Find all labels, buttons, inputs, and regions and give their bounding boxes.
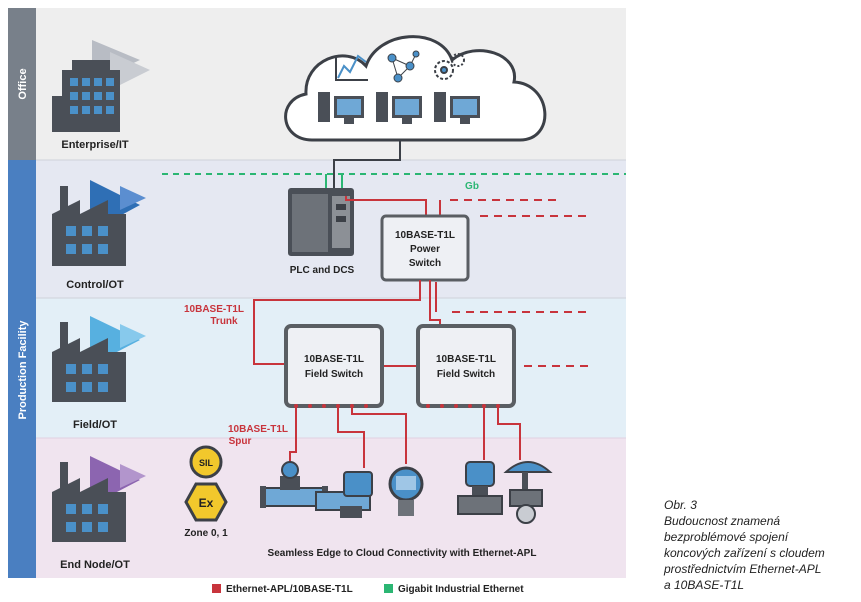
analytics-icon <box>335 54 368 81</box>
ex-badge-label: Ex <box>199 496 214 510</box>
field-switch-1-label-1: 10BASE-T1L <box>304 354 364 365</box>
zone-label: Zone 0, 1 <box>184 528 228 539</box>
end-node-zone-label: End Node/OT <box>60 559 130 571</box>
trunk-label-1: 10BASE-T1L <box>184 304 244 315</box>
field-switch-2-label-1: 10BASE-T1L <box>436 354 496 365</box>
trunk-label-2: Trunk <box>210 316 238 327</box>
power-switch <box>380 214 470 282</box>
legend-apl-label: Ethernet-APL/10BASE-T1L <box>226 584 353 595</box>
field-zone-label: Field/OT <box>73 419 117 431</box>
field-switch-2-label-2: Field Switch <box>437 369 495 380</box>
legend-gigabit-swatch <box>384 584 393 593</box>
field-switch-1-label-2: Field Switch <box>305 369 363 380</box>
field-switch-1 <box>284 324 384 408</box>
cloud-icon <box>284 35 547 142</box>
flow-meter-icon <box>260 461 328 508</box>
field-switch-2 <box>416 324 516 408</box>
production-band-label: Production Facility <box>17 320 29 420</box>
control-valve-icon <box>503 461 553 524</box>
end-node-factory-icon <box>52 456 146 542</box>
plc-label: PLC and DCS <box>290 265 355 276</box>
caption-line-3: bezproblémové spojení <box>664 530 789 544</box>
production-band <box>8 160 36 578</box>
power-switch-label-3: Switch <box>409 258 441 269</box>
pressure-transmitter-icon <box>457 461 503 515</box>
spur-label-2: Spur <box>229 436 252 447</box>
legend-apl-swatch <box>212 584 221 593</box>
enterprise-building-icon <box>52 40 150 132</box>
ex-badge-icon <box>184 482 228 522</box>
power-switch-label-2: Power <box>410 244 440 255</box>
figure-caption: Obr. 3 Budoucnost znamená bezproblémové … <box>664 497 854 593</box>
sil-badge-icon <box>189 445 223 479</box>
legend: Ethernet-APL/10BASE-T1L Gigabit Industri… <box>212 584 524 595</box>
network-node-icon <box>387 50 420 83</box>
valve-actuator-icon <box>315 471 373 518</box>
caption-line-6: a 10BASE-T1L <box>664 578 745 592</box>
power-switch-label-1: 10BASE-T1L <box>395 230 455 241</box>
caption-line-1: Obr. 3 <box>664 498 697 512</box>
seamless-connectivity-label: Seamless Edge to Cloud Connectivity with… <box>268 548 537 559</box>
caption-line-2: Budoucnost znamená <box>664 514 781 528</box>
spur-label-1: 10BASE-T1L <box>228 424 288 435</box>
caption-line-4: koncových zařízení s cloudem <box>664 546 825 560</box>
gigabit-label: Gb <box>465 181 479 192</box>
office-band <box>8 8 36 160</box>
gear-icon <box>434 53 465 80</box>
caption-line-5: prostřednictvím Ethernet-APL <box>664 562 822 576</box>
server-monitor-group <box>318 92 480 124</box>
transmitter-icon <box>388 466 424 516</box>
enterprise-zone-label: Enterprise/IT <box>61 139 129 151</box>
legend-gigabit-label: Gigabit Industrial Ethernet <box>398 584 524 595</box>
plc-dcs-device <box>288 188 354 256</box>
spur-lines <box>289 406 521 468</box>
sil-badge-label: SIL <box>199 458 214 468</box>
control-zone-label: Control/OT <box>66 279 124 291</box>
field-factory-icon <box>52 316 146 402</box>
office-band-label: Office <box>17 68 29 99</box>
control-factory-icon <box>52 180 146 266</box>
